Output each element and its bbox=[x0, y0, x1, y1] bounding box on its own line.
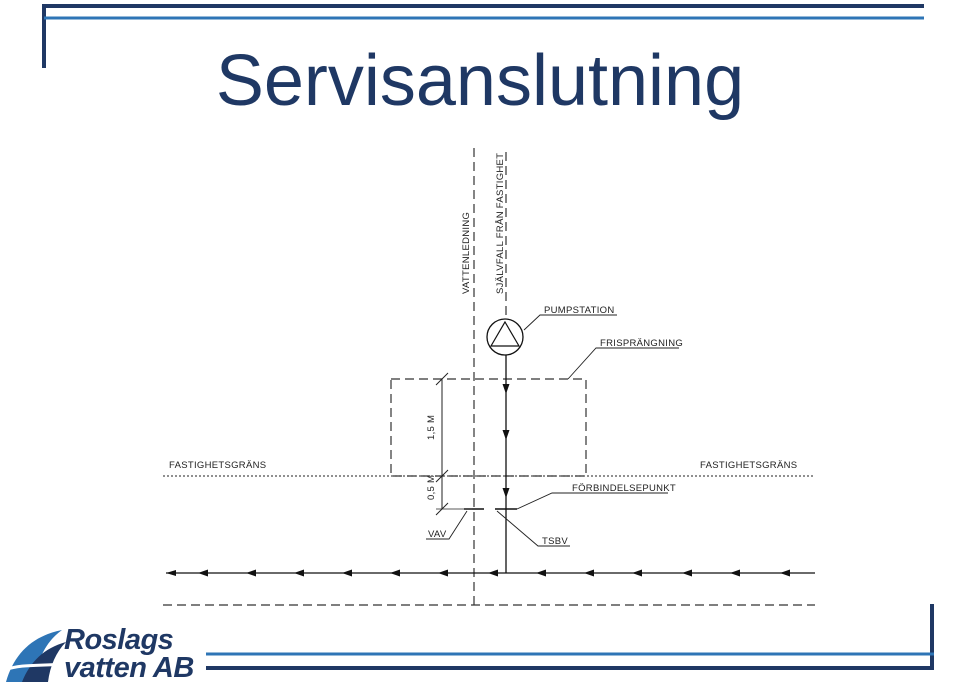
label-tsbv: TSBV bbox=[542, 536, 568, 547]
logo-line2: vatten AB bbox=[64, 652, 194, 684]
flow-arrow bbox=[342, 569, 352, 577]
dimension-tick bbox=[435, 372, 449, 386]
label-sjalvfall: SJÄLVFALL FRÅN FASTIGHET bbox=[495, 153, 506, 294]
label-forbindelsepunkt: FÖRBINDELSEPUNKT bbox=[572, 483, 676, 494]
dimension-tick bbox=[435, 469, 449, 483]
flow-arrow-down bbox=[502, 384, 510, 394]
flow-arrow bbox=[294, 569, 304, 577]
flow-arrow-down bbox=[502, 488, 510, 498]
flow-arrow bbox=[438, 569, 448, 577]
flow-arrow bbox=[246, 569, 256, 577]
roslags-vatten-logo-icon bbox=[4, 630, 66, 682]
frisprangning-leader bbox=[567, 347, 679, 380]
flow-arrow bbox=[536, 569, 546, 577]
vav-leader bbox=[426, 510, 468, 540]
label-fastighetsgrans-right: FASTIGHETSGRÄNS bbox=[700, 460, 797, 471]
blasting-area-box bbox=[390, 378, 587, 477]
flow-arrow bbox=[780, 569, 790, 577]
tsbv-leader bbox=[496, 510, 570, 547]
label-frisprangning: FRISPRÄNGNING bbox=[600, 338, 683, 349]
flow-arrow bbox=[198, 569, 208, 577]
label-depth-0-5: 0,5 M bbox=[426, 475, 437, 500]
pressure-main-arrows bbox=[166, 569, 790, 577]
label-vattenledning: VATTENLEDNING bbox=[461, 212, 472, 294]
forbindelsepunkt-leader bbox=[516, 492, 668, 510]
label-vav: VAV bbox=[428, 529, 447, 540]
flow-arrow bbox=[584, 569, 594, 577]
logo-line1: Roslags bbox=[64, 624, 174, 656]
label-fastighetsgrans-left: FASTIGHETSGRÄNS bbox=[169, 460, 266, 471]
flow-arrow bbox=[682, 569, 692, 577]
flow-arrow bbox=[488, 569, 498, 577]
flow-arrow bbox=[632, 569, 642, 577]
flow-arrow bbox=[390, 569, 400, 577]
label-pumpstation: PUMPSTATION bbox=[544, 305, 615, 316]
label-depth-1-5: 1,5 M bbox=[426, 415, 437, 440]
pumpstation-leader bbox=[523, 314, 617, 331]
page-title: Servisanslutning bbox=[215, 41, 745, 121]
flow-arrow-down bbox=[502, 430, 510, 440]
service-pipe-arrows bbox=[502, 384, 510, 498]
logo-text: Roslags vatten AB bbox=[64, 624, 194, 684]
pump-station-icon bbox=[486, 318, 524, 356]
flow-arrow bbox=[166, 570, 176, 576]
flow-arrow bbox=[730, 569, 740, 577]
